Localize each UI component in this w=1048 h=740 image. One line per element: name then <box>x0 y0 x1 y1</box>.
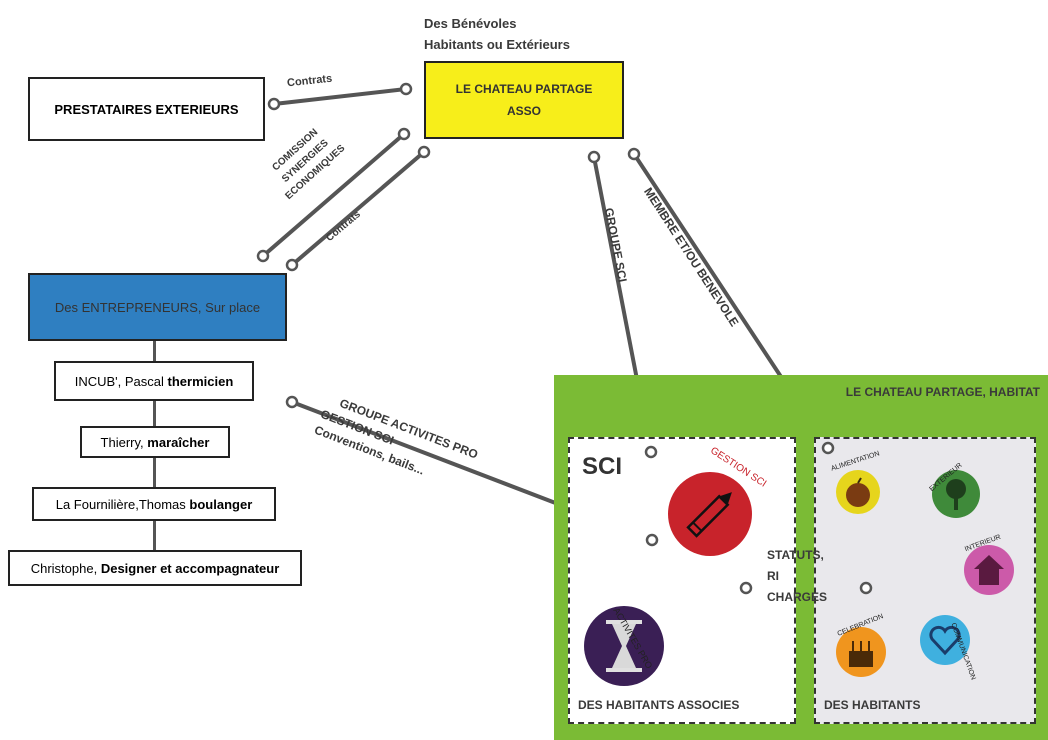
habitants-label: DES HABITANTS <box>824 698 921 712</box>
link-commission <box>261 132 406 258</box>
chain-item-fourniliere: La Fournilière,Thomas boulanger <box>32 487 276 521</box>
link-end <box>417 145 431 159</box>
prestataires-box: PRESTATAIRES EXTERIEURS <box>28 77 265 141</box>
habitat-title: LE CHATEAU PARTAGE, HABITAT <box>845 385 1040 399</box>
chain-item-thierry: Thierry, maraîcher <box>80 426 230 458</box>
link-end <box>256 249 270 263</box>
interieur-circle <box>964 545 1014 595</box>
communication-circle <box>920 615 970 665</box>
statuts-label: STATUTS, RI CHARGES <box>767 548 828 604</box>
exterieur-circle <box>932 470 980 518</box>
entrepreneurs-box: Des ENTREPRENEURS, Sur place <box>28 273 287 341</box>
apple-icon <box>846 477 870 507</box>
link-end <box>627 147 641 161</box>
chain-item-christophe: Christophe, Designer et accompagnateur <box>8 550 302 586</box>
link-end <box>587 150 601 164</box>
alimentation-circle <box>836 470 880 514</box>
link-end <box>285 258 299 272</box>
hourglass-icon <box>606 620 642 672</box>
tree-icon <box>946 479 966 510</box>
chain-item-incub: INCUB', Pascal thermicien <box>54 361 254 401</box>
link-end <box>397 127 411 141</box>
pencil-icon <box>686 492 732 538</box>
volunteers-label: Des Bénévoles Habitants ou Extérieurs <box>424 16 570 52</box>
celebration-circle <box>836 627 886 677</box>
sci-title: SCI <box>582 453 623 480</box>
house-icon <box>974 555 1004 585</box>
link-end <box>267 97 281 111</box>
link-end <box>285 395 299 409</box>
associes-label: DES HABITANTS ASSOCIES <box>578 698 740 712</box>
link-end <box>399 82 413 96</box>
cake-icon <box>849 641 873 667</box>
link-contrats-entrepreneurs <box>290 150 426 267</box>
link-prestataires-asso <box>272 87 408 106</box>
gestion-sci-circle <box>668 472 752 556</box>
activites-pro-circle <box>584 606 664 686</box>
heart-icon <box>929 625 961 656</box>
